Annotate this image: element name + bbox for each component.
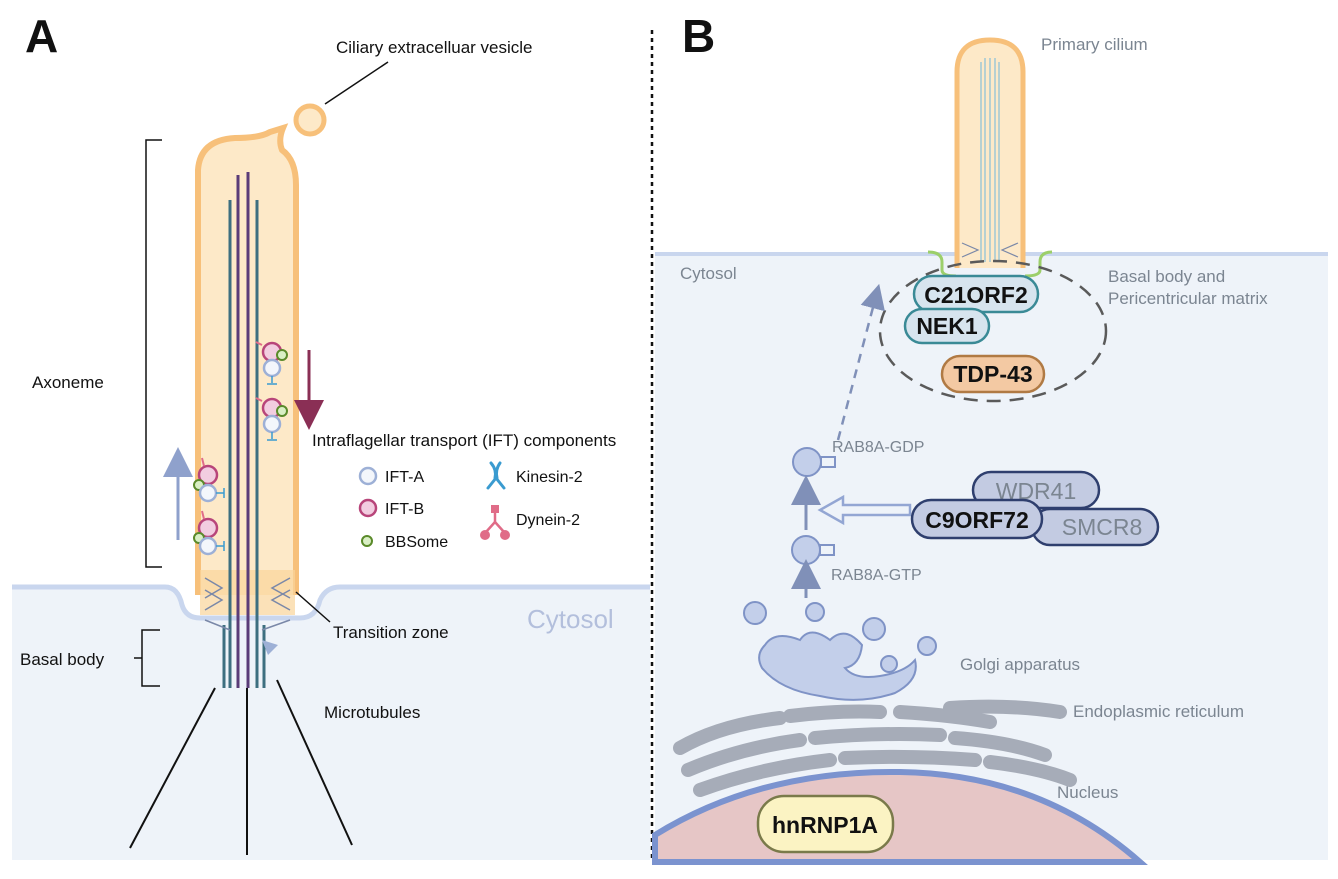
transition-zone-label: Transition zone [333, 623, 449, 642]
basal-body-label-line2: Pericentricular matrix [1108, 289, 1268, 308]
rab8a-gdp-label: RAB8A-GDP [832, 439, 924, 456]
smcr8-label: SMCR8 [1062, 514, 1143, 540]
nek1-protein [903, 307, 991, 345]
panel-a-letter: A [25, 10, 58, 62]
golgi-apparatus [758, 631, 917, 701]
legend-dynein: Dynein-2 [516, 512, 580, 529]
ift-a-legend-icon [358, 466, 378, 486]
primary-cilium-label: Primary cilium [1041, 35, 1148, 54]
basal-body-label: Basal body [20, 650, 105, 669]
cell-membrane-a [12, 584, 650, 621]
transition-zone-leader [295, 591, 331, 623]
c9orf72-protein [910, 498, 1044, 540]
basal-body-region [878, 259, 1108, 403]
hnrnp1a-label: hnRNP1A [772, 812, 878, 838]
rab8a-gdp-tail [820, 456, 836, 468]
ift-train [193, 457, 225, 503]
cytosol-label-b: Cytosol [680, 264, 737, 283]
vesicle-leader-line [324, 61, 389, 105]
rab8a-gtp-label: RAB8A-GTP [831, 567, 922, 584]
basal-body-label-line1: Basal body and [1108, 267, 1225, 286]
transition-zone-fibers [204, 577, 291, 631]
panel-b-letter: B [682, 10, 715, 62]
rab8a-gtp-icon [791, 535, 821, 565]
ift-train [255, 397, 288, 441]
microtubule-spread [129, 687, 216, 849]
cytosol-region-a [12, 587, 650, 860]
tdp43-protein [940, 354, 1046, 394]
ift-b-legend-icon [358, 498, 378, 518]
endoplasmic-reticulum [673, 699, 1077, 797]
c9orf72-label: C9ORF72 [925, 507, 1029, 533]
rab8a-gdp-icon [792, 447, 822, 477]
cilium-transition-fibers [961, 242, 1019, 258]
c21orf2-label: C21ORF2 [924, 282, 1028, 308]
tdp43-label: TDP-43 [953, 361, 1032, 387]
axoneme-label: Axoneme [32, 373, 104, 392]
golgi-label: Golgi apparatus [960, 655, 1080, 674]
legend-ift-a: IFT-A [385, 469, 424, 486]
cytosol-label-a: Cytosol [527, 604, 614, 634]
ift-train [255, 341, 288, 385]
vesicle-label: Ciliary extracelluar vesicle [336, 38, 533, 57]
cilium-microtubules [980, 58, 1000, 262]
nek1-label: NEK1 [916, 313, 978, 339]
basal-foot [262, 640, 278, 655]
ift-train [193, 510, 225, 556]
microtubules-label: Microtubules [324, 703, 420, 722]
bbsome-legend-icon [361, 535, 373, 547]
er-label: Endoplasmic reticulum [1073, 702, 1244, 721]
legend-bbsome: BBSome [385, 534, 448, 551]
microtubule-spread [276, 679, 353, 846]
gap-activity-arrow [817, 494, 912, 526]
legend-title: Intraflagellar transport (IFT) component… [312, 431, 616, 450]
legend-ift-b: IFT-B [385, 501, 424, 518]
rab8a-gtp-tail [819, 544, 835, 556]
kinesin-icon [486, 461, 506, 490]
axoneme-bracket [145, 139, 162, 568]
trafficking-arrow [836, 283, 885, 441]
dynein-icon [480, 505, 510, 540]
ciliary-vesicle [293, 103, 327, 137]
nucleus-label: Nucleus [1057, 783, 1118, 802]
hnrnp1a-protein [756, 794, 895, 854]
golgi-vesicles [743, 601, 937, 673]
legend-kinesin: Kinesin-2 [516, 469, 583, 486]
basal-body-bracket [134, 629, 160, 687]
panel-a: Ciliary extracelluar vesicle Axoneme Bas… [12, 10, 650, 860]
panel-b: B Primary cilium Cytosol Basal body and … [652, 10, 1328, 865]
